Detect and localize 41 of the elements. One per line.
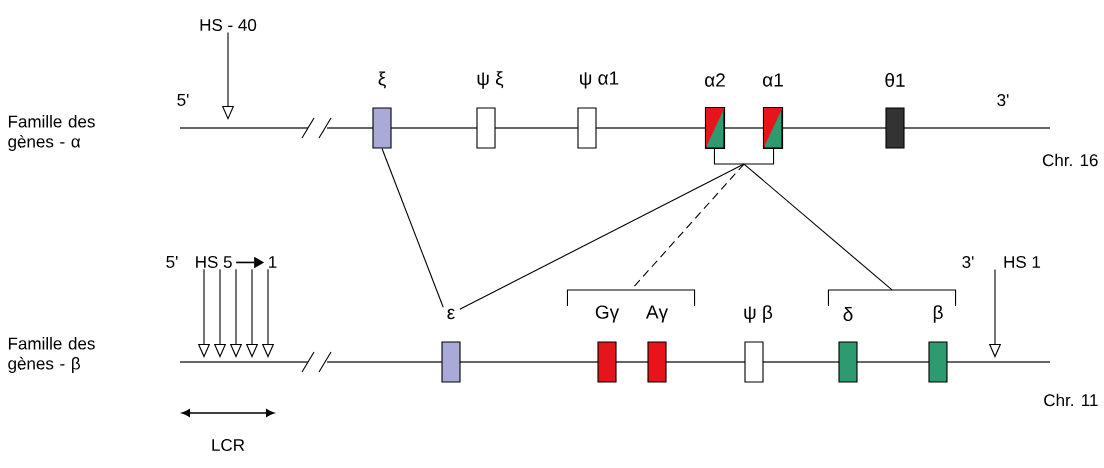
connector-line	[381, 148, 444, 308]
connector-line	[459, 163, 745, 310]
gene-box: Gγ	[595, 305, 620, 383]
node-label: α1	[763, 73, 783, 87]
text-label: 5'	[166, 256, 178, 268]
node-label: ξ	[378, 71, 386, 89]
site-label: HS 1	[1004, 255, 1041, 268]
node-label: ψ ξ	[477, 71, 504, 89]
gene-box: ψ ξ	[476, 71, 504, 149]
bracket	[713, 147, 775, 165]
text-label: Famille des gènes - β	[8, 337, 95, 373]
node-label: ψ α1	[580, 71, 619, 89]
gene-box: α1	[762, 73, 784, 150]
text-label: 3'	[997, 94, 1009, 106]
bracket	[827, 289, 957, 307]
gene-box: α2	[704, 73, 726, 150]
gene-box: θ1	[885, 73, 905, 149]
gene-box: ξ	[372, 71, 392, 149]
text-label: Chr. 11	[1044, 393, 1098, 407]
text-label: 3'	[962, 255, 974, 268]
node-label: Aγ	[645, 305, 669, 323]
gene-box: ψ α1	[577, 71, 619, 149]
node-label: θ1	[885, 73, 905, 87]
node-label: δ	[843, 307, 853, 321]
text-label: 5'	[177, 94, 189, 106]
gene-box: Aγ	[645, 305, 668, 383]
node-label: Gγ	[595, 305, 620, 323]
text-label: LCR	[212, 438, 245, 451]
gene-box: ψ β	[744, 305, 773, 383]
text-label: Famille des gènes - α	[8, 115, 95, 151]
gene-box: ε	[441, 308, 461, 383]
node-label: α2	[705, 73, 725, 87]
bracket	[566, 289, 696, 307]
gene-box: δ	[838, 307, 858, 383]
node-label: β	[933, 305, 943, 323]
text-label: Chr. 16	[1042, 153, 1098, 167]
connector-line	[743, 163, 893, 291]
node-label: ε	[447, 308, 455, 320]
site-label: HS - 40	[200, 19, 257, 31]
gene-box: β	[928, 305, 948, 383]
node-label: ψ β	[744, 305, 773, 323]
